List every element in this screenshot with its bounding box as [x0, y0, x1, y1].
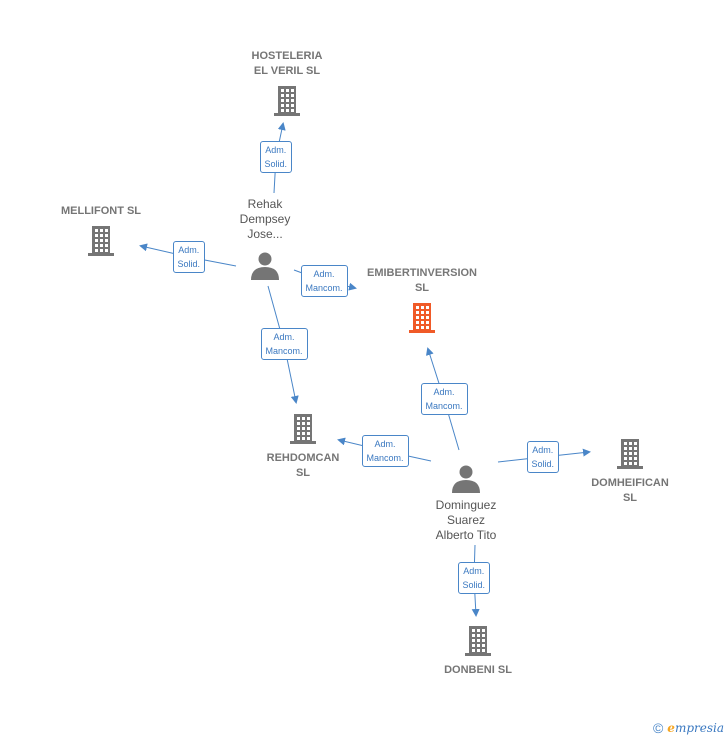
- building-icon-domheifican[interactable]: [617, 439, 643, 469]
- company-label-mellifont: MELLIFONT SL: [61, 204, 141, 219]
- company-label-domheifican-line: SL: [622, 492, 638, 504]
- building-icon-rehdomcan[interactable]: [290, 414, 316, 444]
- role-badge-line: Adm.: [532, 445, 554, 455]
- person-label-dominguez-line: Suarez: [446, 513, 486, 527]
- role-badge-line: Adm.: [433, 387, 455, 397]
- company-label-hosteleria-line: HOSTELERIA: [251, 50, 323, 62]
- role-badge-dominguez-rehdomcan[interactable]: Adm. Mancom.: [361, 435, 409, 467]
- brand-logo: empresia: [667, 721, 724, 735]
- company-label-emibertinversion-line: SL: [414, 282, 430, 294]
- role-badge-line: Adm.: [178, 245, 200, 255]
- person-label-rehak-line: Dempsey: [239, 212, 291, 226]
- role-badge-line: Mancom.: [265, 346, 303, 356]
- role-badge-line: Adm.: [273, 332, 295, 342]
- role-badge-line: Solid.: [462, 580, 486, 590]
- role-badge-line: Adm.: [374, 439, 396, 449]
- company-label-emibertinversion-line: EMIBERTINVERSION: [366, 267, 478, 279]
- role-badge-dominguez-donbeni[interactable]: Adm. Solid.: [457, 562, 491, 594]
- building-icon-hosteleria[interactable]: [274, 86, 300, 116]
- person-label-dominguez-line: Dominguez: [435, 498, 497, 512]
- role-badge-line: Adm.: [463, 566, 485, 576]
- company-label-hosteleria-line: EL VERIL SL: [253, 65, 321, 77]
- building-icon-mellifont[interactable]: [88, 226, 114, 256]
- role-badge-dominguez-emibertinversion[interactable]: Adm. Mancom.: [420, 383, 468, 415]
- company-label-emibertinversion: EMIBERTINVERSION SL: [367, 266, 477, 296]
- role-badge-dominguez-domheifican[interactable]: Adm. Solid.: [526, 441, 560, 473]
- building-icon-donbeni[interactable]: [465, 626, 491, 656]
- company-label-domheifican-line: DOMHEIFICAN: [591, 477, 669, 489]
- copyright-icon: ©: [652, 720, 664, 736]
- role-badge-rehak-hosteleria[interactable]: Adm. Solid.: [259, 141, 293, 173]
- building-icon-emibertinversion[interactable]: [409, 303, 435, 333]
- role-badge-line: Mancom.: [305, 283, 343, 293]
- footer-brand: © empresia: [653, 720, 724, 736]
- person-icon-dominguez[interactable]: [452, 465, 480, 494]
- person-label-rehak-line: Jose...: [247, 227, 283, 241]
- role-badge-rehak-rehdomcan[interactable]: Adm. Mancom.: [260, 328, 308, 360]
- role-badge-line: Solid.: [531, 459, 555, 469]
- person-label-rehak-line: Rehak: [247, 197, 283, 211]
- role-badge-line: Adm.: [313, 269, 335, 279]
- company-label-donbeni-line: DONBENI SL: [444, 664, 512, 676]
- role-badge-line: Mancom.: [425, 401, 463, 411]
- company-label-rehdomcan-line: SL: [295, 467, 311, 479]
- company-label-mellifont-line: MELLIFONT SL: [60, 205, 142, 217]
- role-badge-line: Adm.: [265, 145, 287, 155]
- person-icon-rehak[interactable]: [251, 252, 279, 281]
- company-label-rehdomcan-line: REHDOMCAN: [266, 452, 340, 464]
- role-badge-line: Solid.: [264, 159, 288, 169]
- company-label-donbeni: DONBENI SL: [444, 663, 512, 678]
- company-label-domheifican: DOMHEIFICAN SL: [591, 476, 669, 506]
- company-label-rehdomcan: REHDOMCAN SL: [267, 451, 340, 481]
- role-badge-rehak-emibertinversion[interactable]: Adm. Mancom.: [300, 265, 348, 297]
- role-badge-line: Solid.: [177, 259, 201, 269]
- person-label-dominguez-line: Alberto Tito: [435, 528, 497, 542]
- role-badge-line: Mancom.: [366, 453, 404, 463]
- company-label-hosteleria: HOSTELERIA EL VERIL SL: [252, 49, 323, 79]
- role-badge-rehak-mellifont[interactable]: Adm. Solid.: [172, 241, 206, 273]
